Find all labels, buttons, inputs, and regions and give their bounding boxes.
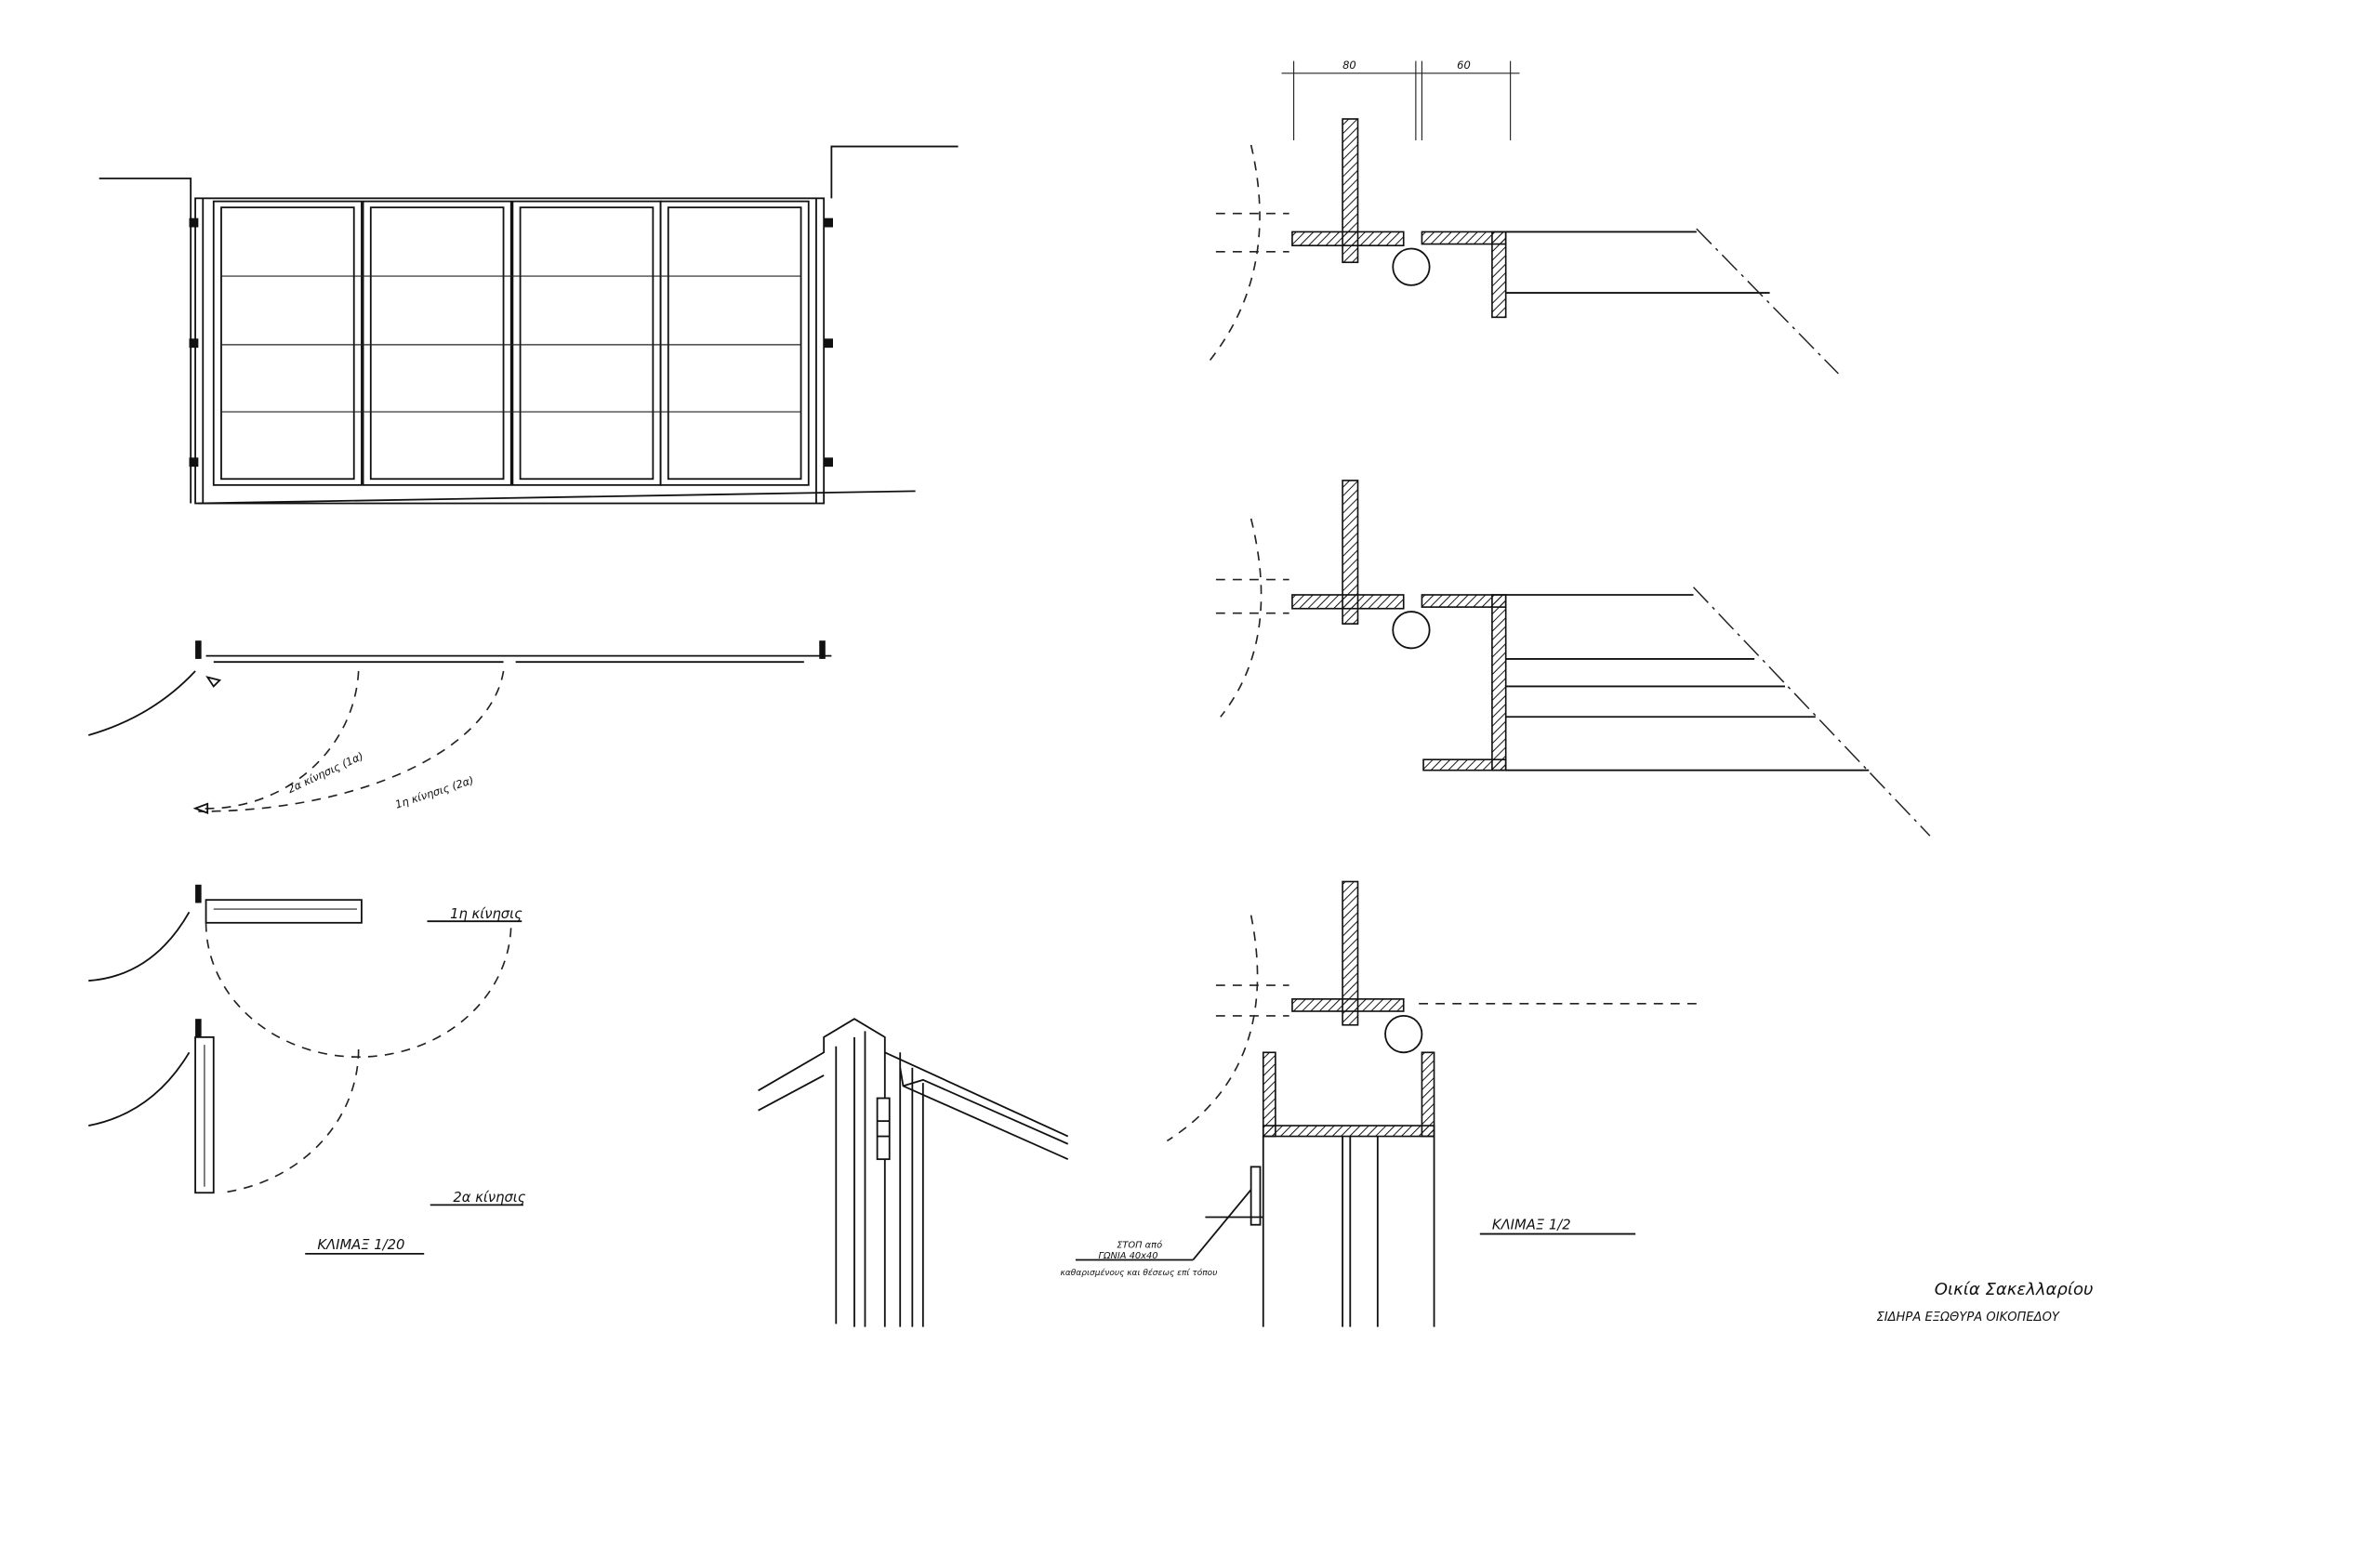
note-finish: καθαρισμένους και θέσεως επί τόπου	[1061, 1268, 1218, 1278]
dimension-60: 60	[1457, 59, 1471, 72]
hinge-isometric	[758, 1018, 1069, 1327]
scale-1-2-label: ΚΛΙΜΑΞ 1/2	[1492, 1218, 1571, 1233]
arc-label-2: 2α κίνησις (1α)	[285, 749, 365, 796]
dimension-80: 80	[1342, 59, 1356, 72]
project-title: Οικία Σακελλαρίου	[1935, 1280, 2094, 1299]
gate-elevation	[99, 145, 959, 505]
section-detail-2	[1215, 480, 1931, 837]
gate-positions: 1η κίνησις 2α κίνησις ΚΛΙΜΑΞ 1/20	[88, 884, 526, 1255]
note-stop: ΣΤΟΠ από	[1117, 1239, 1162, 1250]
scale-1-20-label: ΚΛΙΜΑΞ 1/20	[317, 1237, 404, 1253]
section-detail-1: 80 60	[1204, 59, 1839, 375]
position-2-label: 2α κίνησις	[453, 1190, 525, 1206]
arc-label-1: 1η κίνησις (2α)	[393, 773, 475, 810]
note-angle: ΓΩΝΙΑ 40x40	[1099, 1251, 1158, 1261]
section-detail-3: ΣΤΟΠ από ΓΩΝΙΑ 40x40 καθαρισμένους και θ…	[1061, 880, 1701, 1327]
drawing-subtitle: ΣΙΔΗΡΑ ΕΞΩΘΥΡΑ ΟΙΚΟΠΕΔΟΥ	[1876, 1311, 2059, 1324]
gate-plan: 2α κίνησις (1α) 1η κίνησις (2α)	[87, 640, 832, 814]
position-1-label: 1η κίνησις	[450, 906, 522, 922]
